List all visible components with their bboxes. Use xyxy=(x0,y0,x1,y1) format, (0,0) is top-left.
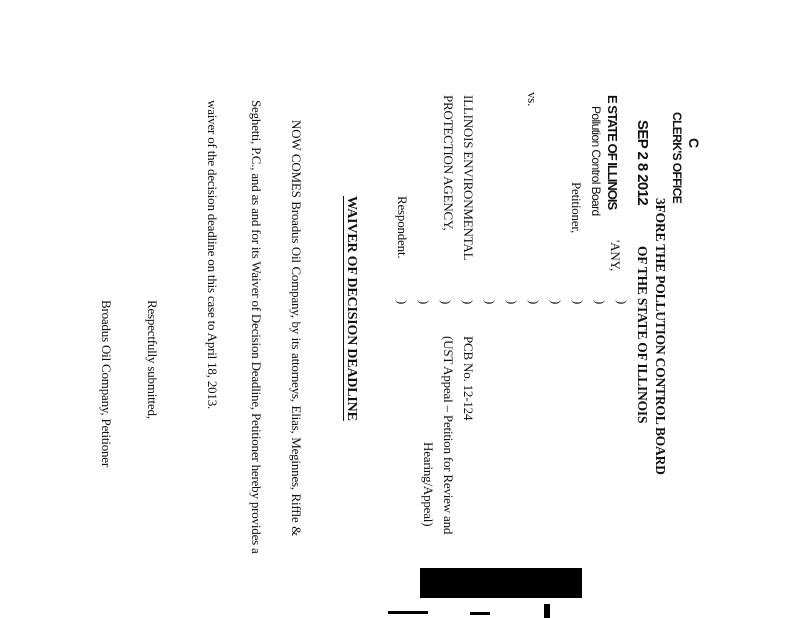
closing-signature: Broadus Oil Company, Petitioner xyxy=(99,300,114,467)
stamp-office: CLERK'S OFFICE xyxy=(670,112,684,204)
respondent-line-1: ILLINOIS ENVIRONMENTAL xyxy=(461,95,476,261)
document-title: WAIVER OF DECISION DEADLINE xyxy=(344,196,359,421)
stamp-letter: C xyxy=(686,138,702,148)
case-type-line-2: Hearing/Appeal) xyxy=(421,442,436,527)
caption-paren: ) xyxy=(417,300,432,305)
heading-line-1: 3FORE THE POLLUTION CONTROL BOARD xyxy=(653,198,668,475)
caption-paren: ) xyxy=(505,300,520,305)
stamp-state: E STATE OF ILLINOIS xyxy=(605,95,620,210)
respondent-label: Respondent. xyxy=(395,196,410,259)
body-line-1: NOW COMES Broadus Oil Company, by its at… xyxy=(289,120,304,536)
scan-artifact xyxy=(388,611,428,614)
respondent-line-2: PROTECTION AGENCY, xyxy=(441,95,456,231)
stamp-board: Pollution Control Board xyxy=(589,106,603,216)
caption-paren: ) xyxy=(461,300,476,305)
body-line-3: waiver of the decision deadline on this … xyxy=(205,100,220,410)
body-line-2: Seghetti, P.C., and as and for its Waive… xyxy=(249,100,264,554)
heading-line-2: OF THE STATE OF ILLINOIS xyxy=(635,246,650,424)
stamp-date: SEP 2 8 2012 xyxy=(634,120,651,206)
redaction-block xyxy=(420,568,582,598)
caption-paren: ) xyxy=(439,300,454,305)
caption-paren: ) xyxy=(549,300,564,305)
versus: vs. xyxy=(525,92,540,107)
petitioner-label: Petitioner, xyxy=(569,182,584,234)
closing-line-1: Respectfully submitted, xyxy=(145,300,160,419)
caption-paren: ) xyxy=(483,300,498,305)
caption-paren: ) xyxy=(615,300,630,305)
scan-artifact xyxy=(470,612,490,615)
caption-paren: ) xyxy=(593,300,608,305)
case-type-line-1: (UST Appeal – Petition for Review and xyxy=(441,336,456,535)
petitioner-name: 'ANY, xyxy=(608,240,623,272)
case-number: PCB No. 12-124 xyxy=(461,336,476,421)
scan-artifact xyxy=(544,604,550,618)
caption-paren: ) xyxy=(527,300,542,305)
caption-paren: ) xyxy=(571,300,586,305)
caption-paren: ) xyxy=(395,300,410,305)
